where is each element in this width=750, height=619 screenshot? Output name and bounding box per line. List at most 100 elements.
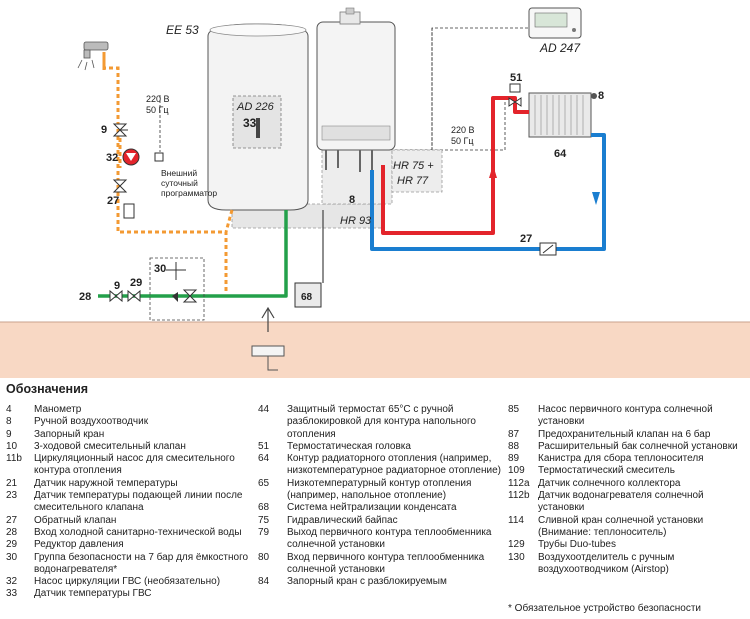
legend-item-text: Сливной кран солнечной установки (Вниман… — [538, 514, 704, 538]
pressure-reducer-29 — [127, 289, 141, 303]
label-68: 68 — [301, 292, 313, 303]
dhw-pump-32 — [122, 148, 164, 166]
tap-icon — [77, 41, 109, 71]
label-64: 64 — [554, 148, 567, 160]
label-9-bottom: 9 — [114, 280, 120, 292]
legend-item: 130 Воздухоотделитель с ручным воздухоотв… — [508, 552, 746, 577]
legend-column-3: 85 Насос первичного контура солнечной уст… — [508, 404, 746, 576]
legend-item-text: Контур радиаторного отопления (например,… — [287, 453, 501, 477]
legend-item-number: 109 — [508, 465, 525, 477]
label-51: 51 — [510, 72, 522, 84]
hr77-label: HR 77 — [397, 175, 429, 187]
hr75-kit-zone — [391, 149, 443, 193]
legend-item-number: 64 — [258, 453, 270, 465]
legend-item: 109 Термостатический смеситель — [508, 465, 746, 477]
legend-item-text: Система нейтрализации конденсата — [287, 502, 457, 514]
legend-item-number: 21 — [6, 477, 18, 489]
legend-item: 4 Манометр — [6, 404, 254, 416]
legend-item-text: Манометр — [34, 404, 82, 415]
label-8-mid: 8 — [349, 194, 355, 206]
label-27-right: 27 — [520, 233, 532, 245]
hr75-label: HR 75 + — [393, 160, 434, 172]
legend-title: Обозначения — [6, 382, 89, 396]
label-8-right: 8 — [598, 90, 604, 102]
programmer-label-3: программатор — [161, 188, 217, 198]
legend-item-number: 87 — [508, 428, 520, 440]
legend-item: 21 Датчик наружной температуры — [6, 478, 254, 490]
inlet-valve-9 — [109, 289, 123, 303]
ad247-label: AD 247 — [539, 41, 581, 55]
condensate-neutralizer-68 — [294, 282, 322, 308]
manual-air-vent-8 — [591, 93, 597, 99]
legend-item-text: Датчик водонагревателя солнечной установ… — [538, 490, 704, 514]
hr-kit-zone — [321, 149, 393, 205]
legend-item-number: 65 — [258, 477, 270, 489]
legend-item-number: 89 — [508, 453, 520, 465]
legend-item-number: 33 — [6, 588, 18, 600]
programmer-label-1: Внешний — [161, 168, 197, 178]
frequency-right-label: 50 Гц — [451, 136, 474, 146]
legend-item-text: Трубы Duo-tubes — [538, 539, 616, 551]
legend-item-number: 88 — [508, 440, 520, 452]
legend-item: 23 Датчик температуры подающей линии посл… — [6, 490, 254, 515]
installation-diagram: EE 53 AD 226 33 AD 247 HR 75 + HR 77 HR … — [0, 7, 750, 378]
label-28: 28 — [79, 291, 91, 303]
legend-item-number: 29 — [6, 539, 18, 551]
legend-item-text: Насос первичного контура солнечной устан… — [538, 404, 713, 428]
legend-item-number: 28 — [6, 526, 18, 538]
legend-item-number: 32 — [6, 576, 18, 588]
legend-item-text: Воздухоотделитель с ручным воздухоотводч… — [538, 551, 675, 575]
return-down-arrow — [592, 192, 600, 205]
legend-item-text: Датчик наружной температуры — [34, 477, 178, 489]
condensate-drain-line — [261, 210, 324, 332]
dhw-sensor-33-probe — [256, 118, 260, 138]
valve-9-top — [112, 123, 128, 137]
legend-item-number: 44 — [258, 404, 270, 415]
legend-item-text: Датчик температуры ГВС — [34, 588, 152, 600]
legend-item-number: 85 — [508, 404, 520, 415]
ee53-label: EE 53 — [166, 23, 199, 37]
legend-item-text: Ручной воздухоотводчик — [34, 416, 149, 428]
hr93-label: HR 93 — [340, 215, 372, 227]
legend-item-text: Вход первичного контура теплообменника с… — [287, 551, 485, 575]
legend-item-number: 75 — [258, 514, 270, 526]
label-27-left: 27 — [107, 195, 119, 207]
legend-item-text: Термостатический смеситель — [538, 465, 675, 477]
legend-item-number: 112a — [508, 477, 530, 489]
check-valve-27-right — [539, 242, 557, 256]
legend-item-number: 51 — [258, 440, 270, 452]
label-30: 30 — [154, 263, 166, 275]
heating-flow-pipe — [381, 96, 529, 235]
legend-item-number: 130 — [508, 551, 525, 563]
legend-item-text: Защитный термостат 65°С с ручной разблок… — [287, 404, 476, 440]
ad226-label: AD 226 — [236, 101, 275, 113]
legend-item: 33 Датчик температуры ГВС — [6, 588, 254, 600]
legend-item-number: 4 — [6, 404, 12, 415]
legend-item-text: Запорный кран — [34, 428, 105, 440]
legend-item: 85 Насос первичного контура солнечной уст… — [508, 404, 746, 429]
ground-band — [0, 322, 750, 378]
legend-item-text: Датчик температуры подающей линии после … — [34, 490, 243, 514]
voltage-right-label: 220 В — [451, 125, 475, 135]
legend-item-number: 112b — [508, 490, 530, 502]
heating-return-pipe — [370, 133, 606, 251]
legend-item-text: Расширительный бак солнечной установки — [538, 440, 738, 452]
thermostatic-head-51 — [508, 83, 522, 107]
legend-item-number: 9 — [6, 428, 12, 440]
legend-item-number: 23 — [6, 490, 18, 502]
legend-item-number: 84 — [258, 576, 270, 588]
